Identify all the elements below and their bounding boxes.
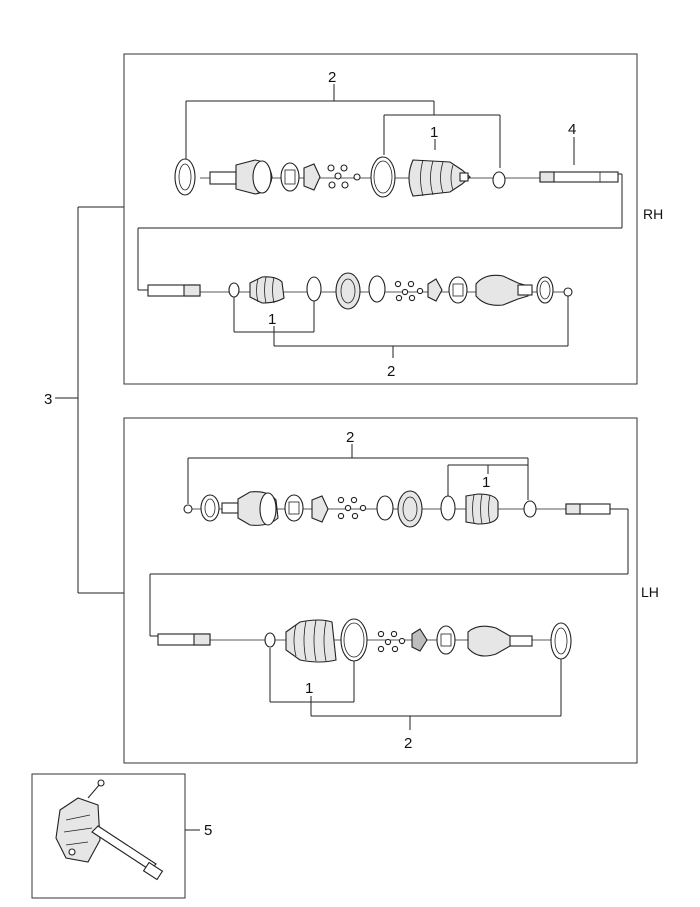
bearing-bracket-drawing: [55, 779, 164, 881]
lh-callout-joint-kit-bottom: 2: [404, 735, 412, 752]
rh-callout-boot-kit-bottom: 1: [268, 311, 276, 328]
lh-callout-boot-kit-bottom: 1: [305, 680, 313, 697]
lh-side-label: LH: [641, 584, 659, 600]
shaft-assy-bracket: [55, 206, 124, 594]
lh-bottom-leaders: [269, 648, 562, 730]
lh-top-leaders: [187, 444, 529, 504]
lh-shaft-connector: [149, 508, 629, 637]
rh-callout-joint-kit-bottom: 2: [387, 363, 395, 380]
bracket-panel-frame: [31, 773, 186, 899]
rh-bottom-leaders: [233, 296, 569, 358]
rh-upper-parts: [174, 156, 619, 198]
rh-side-label: RH: [643, 206, 663, 222]
lh-panel-frame: [123, 417, 638, 764]
rh-top-leaders: [185, 84, 575, 168]
rh-lower-parts: [147, 272, 573, 310]
rh-callout-joint-kit-top: 2: [328, 69, 336, 86]
rh-panel-frame: [123, 53, 638, 385]
rh-shaft-connector: [137, 173, 623, 291]
lh-callout-boot-kit-top: 1: [482, 474, 490, 491]
lh-callout-joint-kit-top: 2: [346, 429, 354, 446]
lh-upper-parts: [183, 490, 611, 528]
lh-lower-parts: [157, 618, 572, 663]
rh-callout-boot-kit-top: 1: [430, 124, 438, 141]
callout-bearing-bracket: 5: [204, 822, 212, 839]
callout-shaft-assy: 3: [44, 391, 52, 408]
rh-callout-shaft: 4: [568, 121, 576, 138]
